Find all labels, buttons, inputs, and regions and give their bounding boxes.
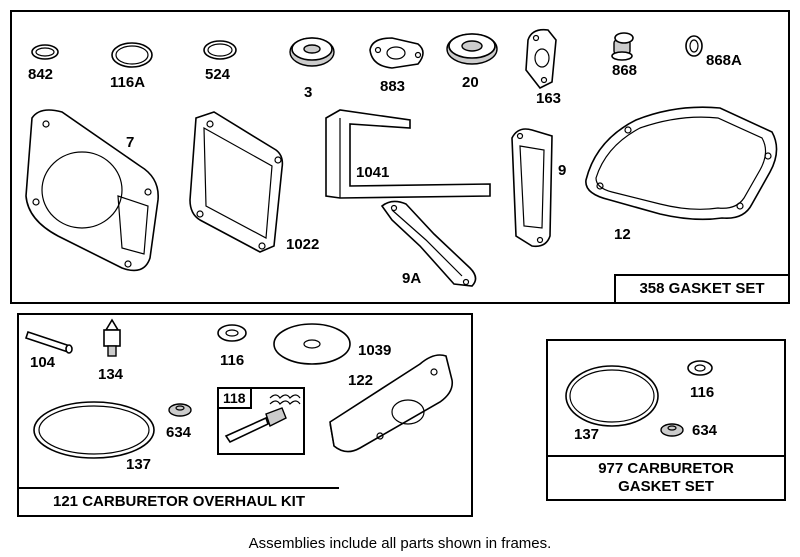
part-868-drawing: [611, 32, 634, 61]
part-868-label: 868: [612, 62, 638, 79]
part-634-label: 634: [166, 424, 192, 441]
gasket-set-caption: 358 GASKET SET: [614, 274, 788, 302]
part-3-label: 3: [304, 84, 313, 101]
part-116a-drawing: [111, 42, 153, 68]
part-7-label: 7: [126, 134, 135, 151]
part-163-drawing: [525, 28, 557, 90]
part-12-label: 12: [614, 226, 631, 243]
part-7-drawing: [25, 109, 159, 272]
part-104-drawing: [24, 330, 73, 354]
part-883-drawing: [369, 37, 424, 69]
part-868a-label: 868A: [706, 52, 742, 69]
part-9a-drawing: [380, 200, 477, 287]
part-122-label: 122: [348, 372, 374, 389]
part-634b-label: 634: [692, 422, 718, 439]
part-134-label: 134: [98, 366, 124, 383]
part-137b-label: 137: [574, 426, 600, 443]
carburetor-overhaul-kit-frame: 121 CARBURETOR OVERHAUL KIT: [17, 313, 473, 517]
carburetor-gasket-set-frame: 977 CARBURETOR GASKET SET: [546, 339, 786, 501]
part-842-label: 842: [28, 66, 54, 83]
part-883-label: 883: [380, 78, 406, 95]
gasket-set-frame: 358 GASKET SET: [10, 10, 790, 304]
footer-note: Assemblies include all parts shown in fr…: [248, 535, 552, 552]
carburetor-gasket-set-caption: 977 CARBURETOR GASKET SET: [548, 455, 784, 499]
part-1022-label: 1022: [286, 236, 320, 253]
part-842-drawing: [31, 44, 59, 60]
part-1039-label: 1039: [358, 342, 392, 359]
part-163-label: 163: [536, 90, 562, 107]
part-12-drawing: [585, 106, 778, 221]
part-868a-drawing: [685, 35, 703, 57]
part-118-subframe: 118: [217, 387, 305, 455]
part-20-drawing: [446, 33, 498, 65]
part-116a-label: 116A: [110, 74, 146, 91]
carburetor-overhaul-kit-caption: 121 CARBURETOR OVERHAUL KIT: [19, 487, 339, 515]
part-3-drawing: [289, 37, 335, 67]
part-9-drawing: [511, 128, 553, 248]
part-1041-label: 1041: [356, 164, 390, 181]
part-116b-drawing: [687, 360, 713, 376]
part-1041-drawing: [325, 109, 491, 199]
carburetor-gasket-set-caption-line1: 977 CARBURETOR: [598, 460, 734, 477]
part-9a-label: 9A: [402, 270, 422, 287]
carburetor-gasket-set-caption-line2: GASKET SET: [618, 478, 714, 495]
part-1039-drawing: [273, 323, 351, 365]
part-122-drawing: [329, 354, 454, 453]
part-137b-drawing: [565, 365, 659, 427]
part-116-label: 116: [220, 352, 245, 369]
part-20-label: 20: [462, 74, 479, 91]
part-9-label: 9: [558, 162, 567, 179]
part-137-drawing: [33, 401, 155, 459]
part-116-drawing: [217, 324, 247, 342]
part-118-label: 118: [219, 389, 252, 409]
part-634-drawing: [168, 403, 192, 417]
part-118-drawing: [224, 394, 301, 444]
part-104-label: 104: [30, 354, 56, 371]
part-524-drawing: [203, 40, 237, 60]
part-634b-drawing: [660, 423, 684, 437]
part-524-label: 524: [205, 66, 231, 83]
part-116b-label: 116: [690, 384, 715, 401]
part-137-label: 137: [126, 456, 152, 473]
part-1022-drawing: [189, 111, 284, 253]
part-134-drawing: [103, 318, 121, 357]
